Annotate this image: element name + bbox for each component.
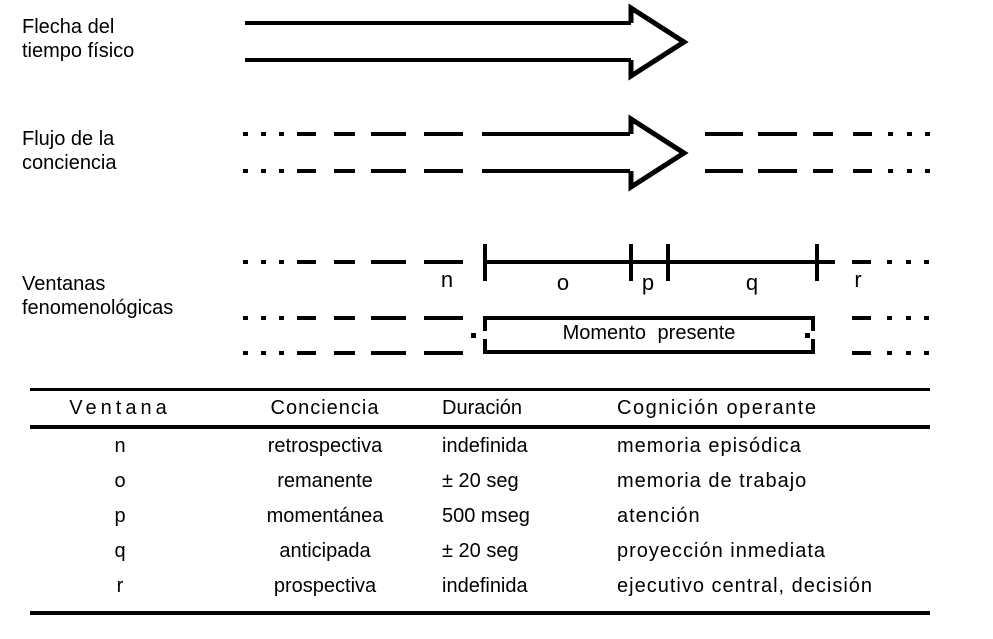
table-header-rule [30, 425, 930, 429]
present-moment-bracket [471, 316, 815, 354]
cell-cognicion: memoria episódica [617, 435, 802, 457]
physical-time-label: Flecha del tiempo físico [22, 15, 134, 63]
consciousness-flow-label-line1: Flujo de la [22, 128, 115, 150]
consciousness-flow-label: Flujo de la conciencia [22, 127, 117, 175]
cell-conciencia: anticipada [279, 540, 371, 562]
window-letter-r: r [854, 267, 862, 292]
table-row-q: q anticipada ± 20 seg proyección inmedia… [30, 534, 930, 569]
present-moment-label: Momento presente [562, 322, 736, 344]
header-duracion: Duración [442, 396, 523, 419]
window-letter-p: p [641, 270, 655, 295]
table-row-r: r prospectiva indefinida ejecutivo centr… [30, 569, 930, 604]
physical-time-arrowhead-icon [628, 3, 689, 81]
cell-duracion: 500 mseg [442, 505, 530, 527]
cell-window: o [114, 470, 126, 492]
table-row-n: n retrospectiva indefinida memoria episó… [30, 429, 930, 464]
window-letter-o: o [556, 270, 570, 295]
cell-cognicion: proyección inmediata [617, 540, 826, 562]
table-header-row: Ventana Conciencia Duración Cognición op… [30, 391, 930, 425]
cell-window: q [114, 540, 126, 562]
windows-label-line1: Ventanas [22, 273, 106, 295]
cell-window: p [114, 505, 126, 527]
header-conciencia: Conciencia [270, 396, 380, 419]
window-letter-n: n [440, 267, 454, 292]
window-letter-q: q [745, 270, 759, 295]
consciousness-flow-label-line2: conciencia [22, 152, 117, 174]
cell-conciencia: momentánea [266, 505, 384, 527]
cell-conciencia: remanente [277, 470, 373, 492]
physical-time-label-line1: Flecha del [22, 16, 115, 38]
table-row-o: o remanente ± 20 seg memoria de trabajo [30, 464, 930, 499]
cell-conciencia: prospectiva [273, 575, 377, 597]
windows-table: Ventana Conciencia Duración Cognición op… [30, 388, 930, 615]
cell-cognicion: memoria de trabajo [617, 470, 808, 492]
table-row-p: p momentánea 500 mseg atención [30, 499, 930, 534]
cell-duracion: indefinida [442, 435, 528, 457]
cell-duracion: ± 20 seg [442, 470, 519, 492]
diagram-graphics [243, 3, 930, 355]
header-cognicion: Cognición operante [617, 396, 818, 419]
cell-cognicion: ejecutivo central, decisión [617, 575, 874, 597]
physical-time-arrow-icon [245, 21, 631, 62]
windows-dashed-rows [243, 316, 929, 355]
windows-label: Ventanas fenomenológicas [22, 272, 173, 320]
table-bottom-rule [30, 611, 930, 615]
cell-cognicion: atención [617, 505, 701, 527]
cell-duracion: indefinida [442, 575, 528, 597]
consciousness-flow-arrowhead-icon [628, 114, 689, 192]
cell-conciencia: retrospectiva [267, 435, 383, 457]
cell-window: r [116, 575, 124, 597]
windows-label-line2: fenomenológicas [22, 297, 174, 319]
consciousness-flow-arrow-icon [243, 132, 930, 173]
table-top-rule [30, 388, 930, 391]
physical-time-label-line2: tiempo físico [22, 40, 135, 62]
windows-ruler [243, 244, 929, 281]
cell-window: n [114, 435, 126, 457]
header-ventana: Ventana [69, 396, 171, 419]
cell-duracion: ± 20 seg [442, 540, 519, 562]
